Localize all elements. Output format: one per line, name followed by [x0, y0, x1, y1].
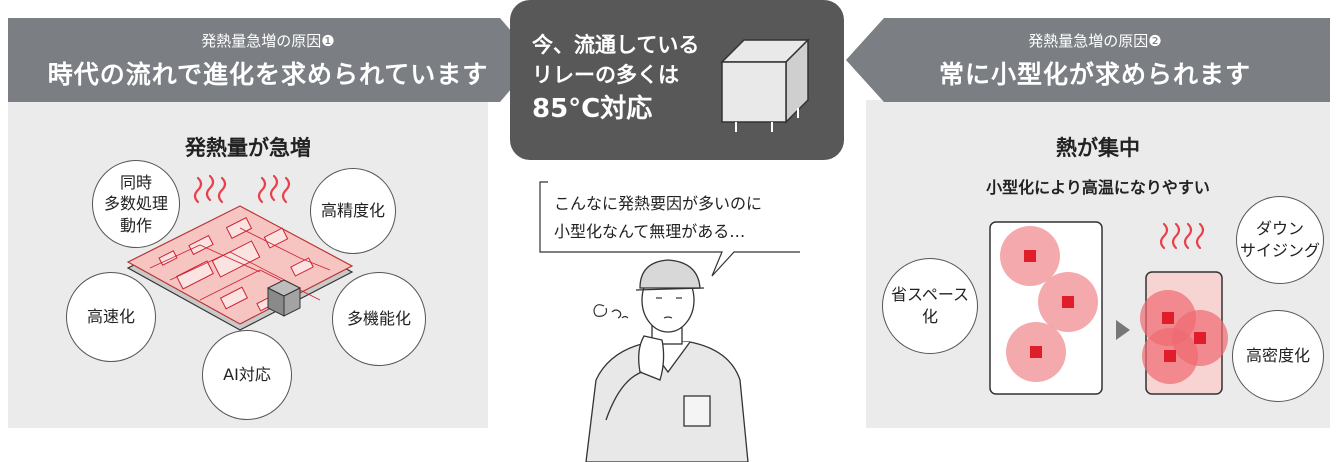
center-box-line2: リレーの多くは: [532, 63, 679, 88]
left-banner-title: 時代の流れで進化を求められています: [47, 60, 489, 89]
right-section-subtitle: 小型化により高温になりやすい: [986, 178, 1210, 197]
right-banner-subtitle: 発熱量急増の原因❷: [1028, 32, 1162, 50]
center-box-line3: 85°C対応: [532, 93, 653, 124]
heat-wave-icon: [1159, 222, 1205, 250]
circle-high-density: 高密度化: [1232, 310, 1324, 402]
circuit-board-icon: [126, 205, 354, 331]
circle-downsizing: ダウン サイジング: [1236, 196, 1324, 284]
circle-high-precision: 高精度化: [310, 168, 396, 254]
left-banner-shape: [8, 18, 536, 102]
circle-simultaneous-processing: 同時 多数処理 動作: [92, 160, 180, 248]
circle-multi-function: 多機能化: [332, 272, 426, 366]
circle-high-speed: 高速化: [66, 272, 156, 362]
right-banner-title: 常に小型化が求められます: [938, 60, 1251, 89]
arrow-right-icon: [1116, 320, 1130, 340]
heat-wave-icon: [193, 174, 291, 204]
circle-ai-support: AI対応: [202, 330, 292, 420]
center-box-text: 今、流通している リレーの多くは 85°C対応: [532, 30, 732, 129]
right-banner: 発熱量急増の原因❷ 常に小型化が求められます: [860, 30, 1330, 91]
left-section-title: 発熱量が急増: [185, 136, 311, 160]
right-section-title: 熱が集中: [1056, 136, 1140, 160]
left-banner-subtitle: 発熱量急増の原因❶: [201, 32, 335, 50]
right-banner-shape: [846, 18, 1330, 102]
left-banner: 発熱量急増の原因❶ 時代の流れで進化を求められています: [8, 30, 528, 91]
circle-space-saving: 省スペース 化: [882, 258, 978, 354]
speech-bubble-text: こんなに発熱要因が多いのに 小型化なんて無理がある…: [554, 194, 763, 241]
center-box-line1: 今、流通している: [532, 33, 700, 57]
